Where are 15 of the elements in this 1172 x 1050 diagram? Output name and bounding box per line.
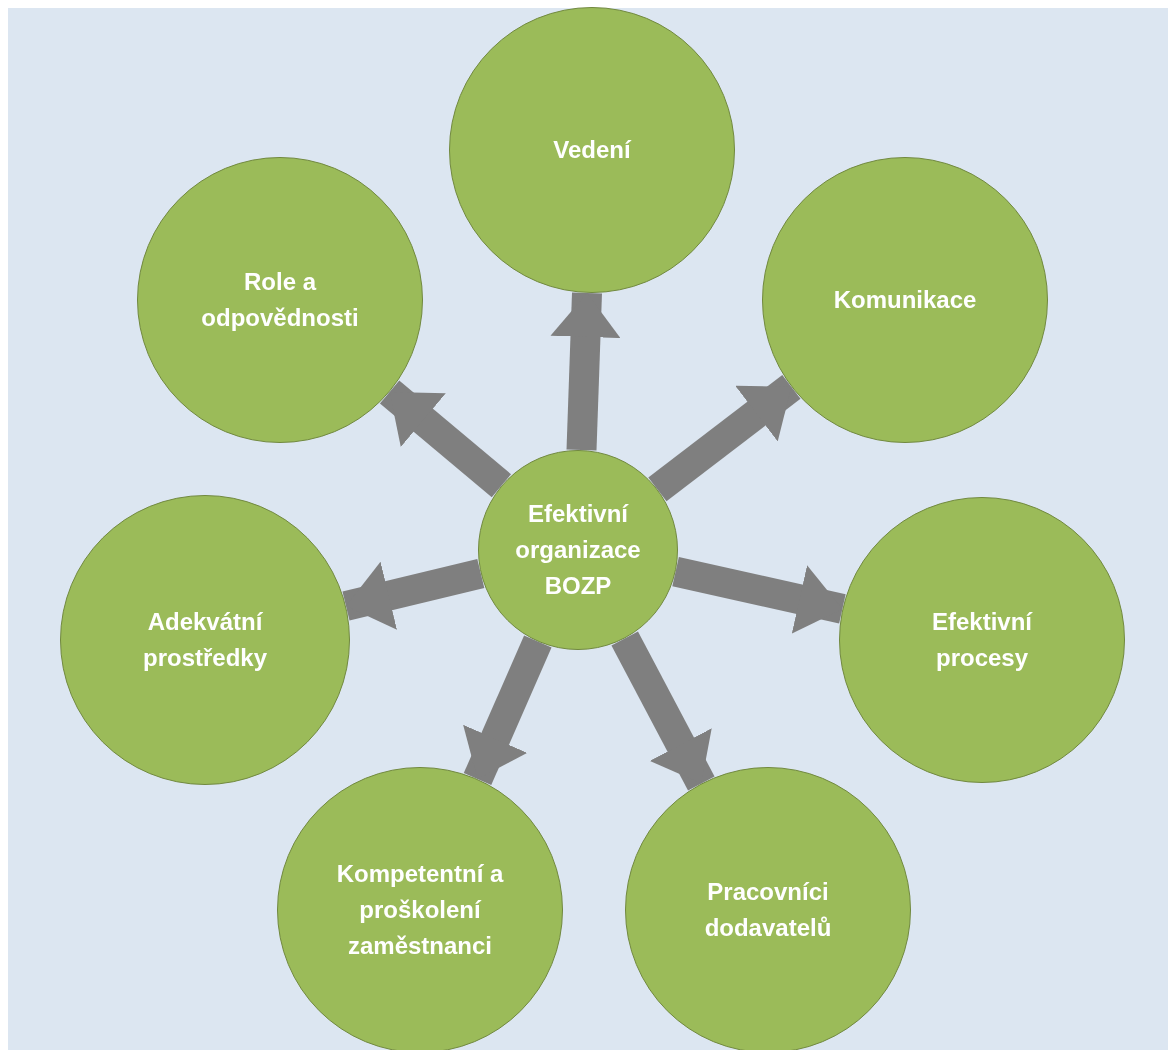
circle-label: Komunikace [833, 285, 977, 315]
circle-label: Efektivní procesy [931, 607, 1034, 673]
circle-label: Pracovníci dodavatelů [703, 877, 833, 943]
circle-label: Vedení [553, 135, 631, 165]
block-arrow [672, 557, 846, 634]
circle-label: Adekvátní prostředky [141, 607, 268, 673]
block-arrow [463, 635, 552, 786]
block-arrow [379, 380, 512, 498]
circle-label: Kompetentní a proškolení zaměstnanci [335, 859, 505, 961]
block-arrow [550, 292, 621, 451]
block-arrow [648, 375, 801, 502]
block-arrow [611, 631, 715, 791]
block-arrow [342, 558, 485, 630]
circle-label: Efektivní organizace BOZP [514, 499, 642, 601]
circle-label: Role a odpovědnosti [200, 267, 360, 333]
